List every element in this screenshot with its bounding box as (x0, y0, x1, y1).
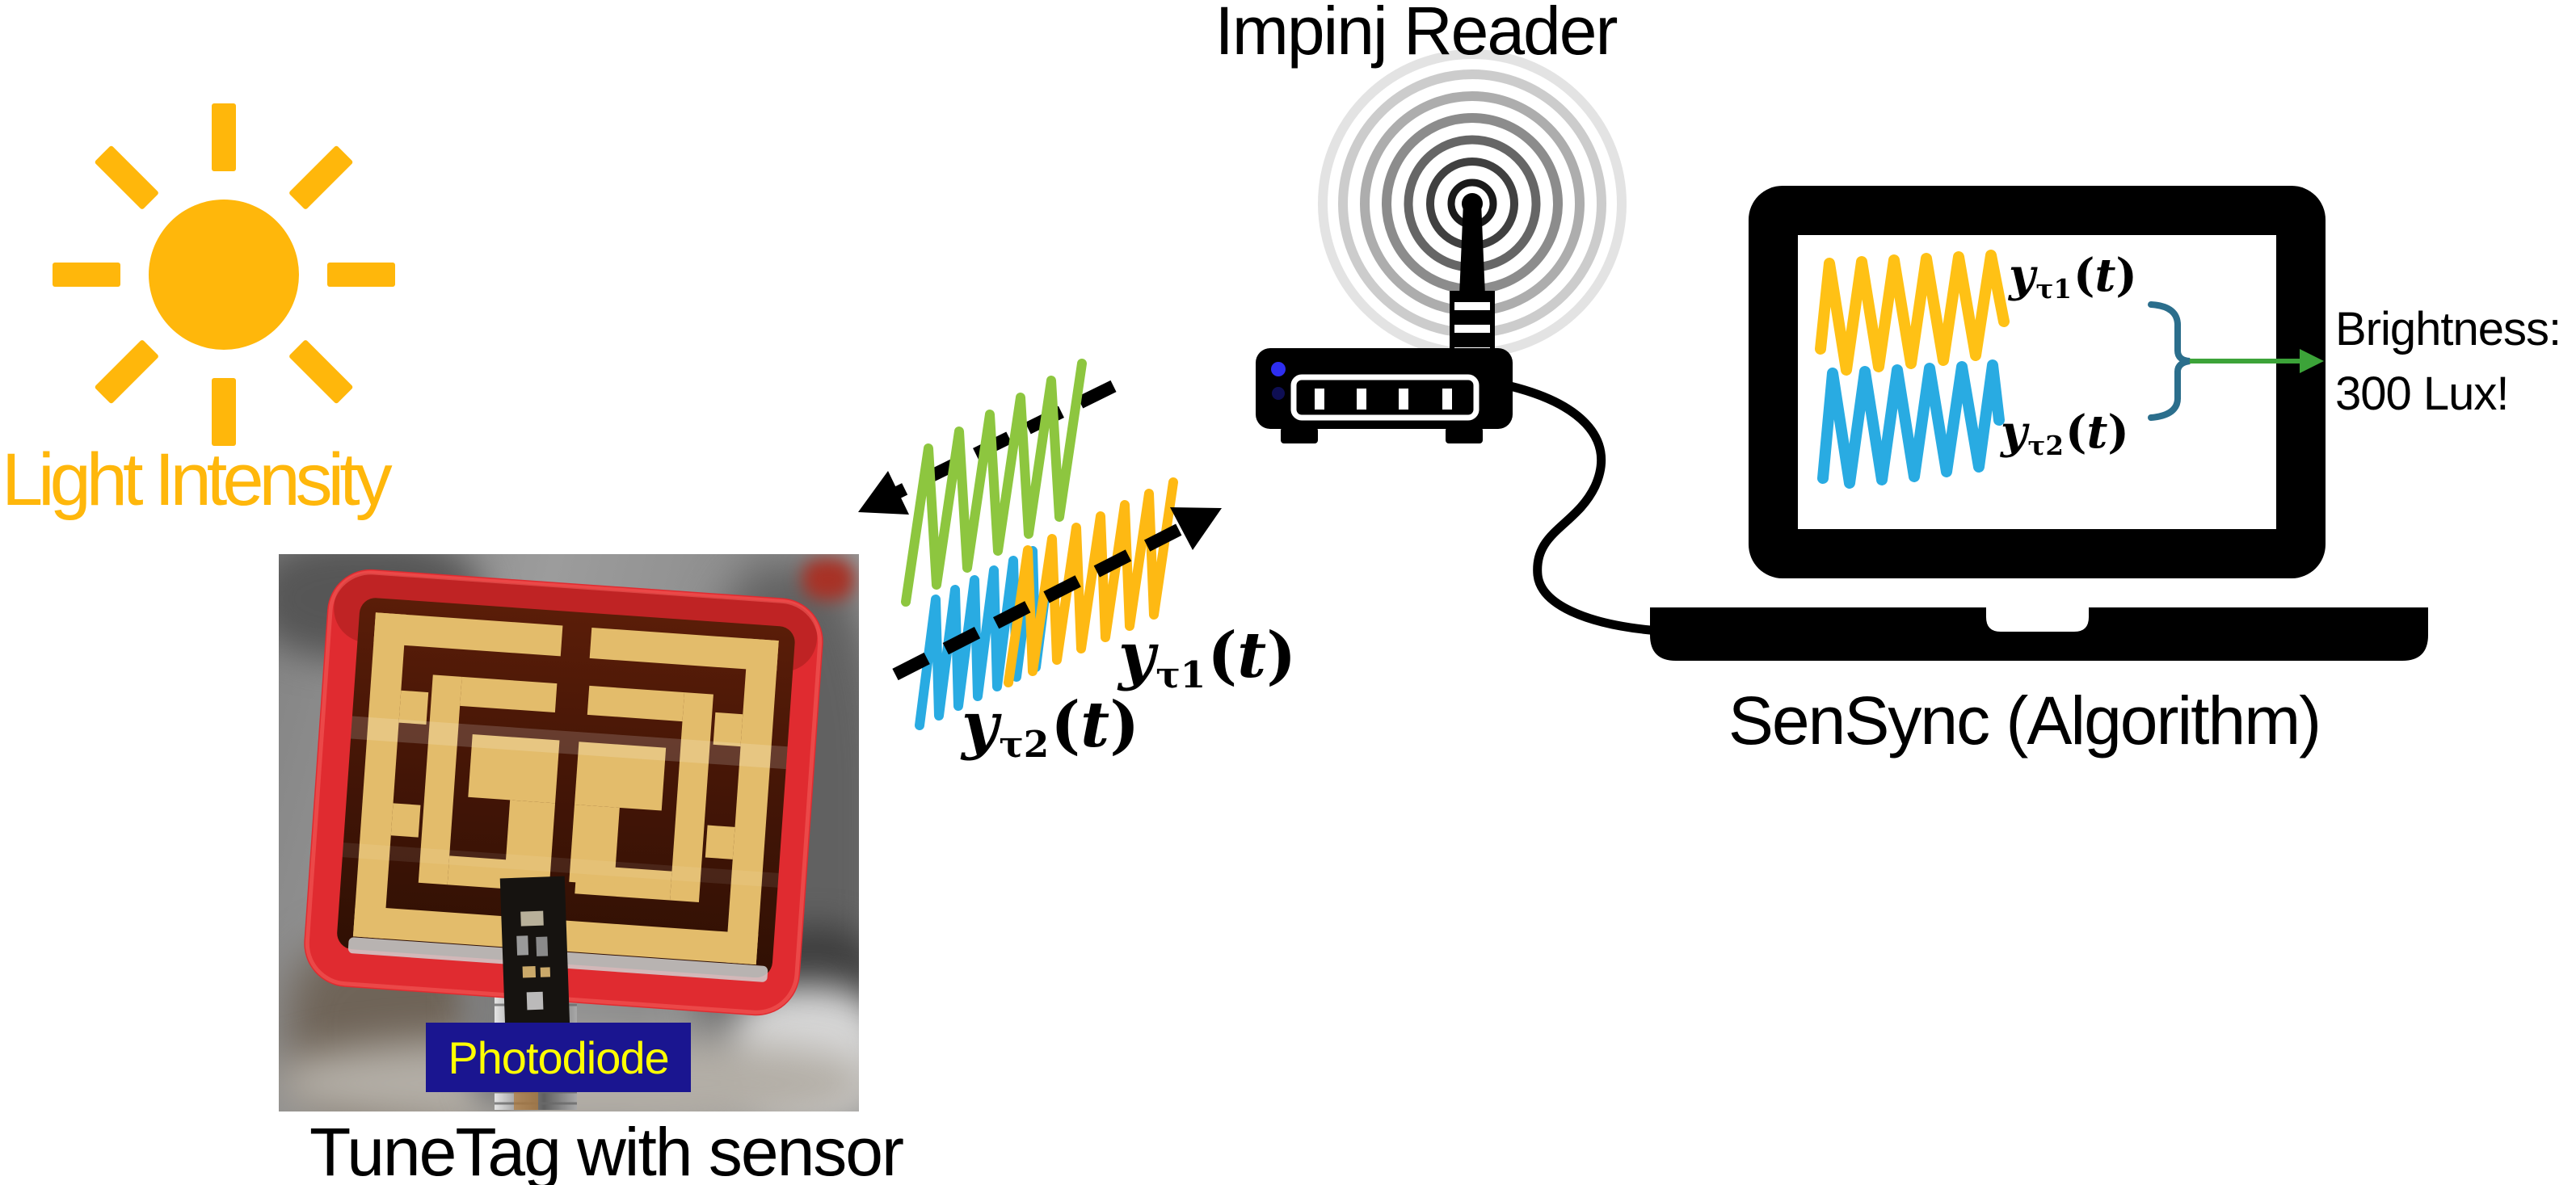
signal-label-part: t (2086, 406, 2108, 459)
signal-label-part: ) (2115, 249, 2137, 302)
signal-label-part: ) (1266, 619, 1297, 692)
output-arrow-icon (2190, 349, 2324, 373)
signal-label-part: τ2 (999, 722, 1050, 766)
signal-label-part: ( (2065, 406, 2087, 459)
brightness-line2: 300 Lux! (2335, 368, 2510, 420)
brightness-line1: Brightness: (2335, 303, 2561, 355)
sensync-caption: SenSync (Algorithm) (1728, 683, 2321, 758)
signal-label-ytau1-mid: yτ1(t) (1118, 619, 1296, 696)
signal-label-part: τ2 (2027, 431, 2064, 462)
impinj-reader-title: Impinj Reader (1214, 0, 1618, 69)
signal-label-part: t (1080, 688, 1110, 762)
light-intensity-label: Light Intensity (2, 439, 393, 521)
photo-background-blob (802, 558, 854, 600)
sun-icon (53, 103, 395, 446)
tag-frame (304, 569, 823, 1016)
signal-label-part: ) (1109, 688, 1140, 762)
tunetag-graphic (304, 569, 823, 1110)
signal-label-part: τ1 (1155, 653, 1206, 696)
rfid-reader-router-icon (1256, 193, 1513, 443)
cable-line (1505, 381, 1655, 635)
signal-label-part: τ1 (2035, 274, 2072, 305)
wave-yellow-icon (1004, 477, 1178, 687)
signal-label-part: y (2001, 406, 2027, 459)
wave-green-icon (901, 359, 1087, 607)
signal-label-part: y (2009, 249, 2035, 302)
signal-label-part: ( (1207, 619, 1238, 692)
tunetag-caption: TuneTag with sensor (309, 1114, 904, 1185)
signal-label-part: ) (2107, 406, 2129, 459)
signal-arrow-left-icon (858, 380, 1117, 515)
signal-label-part: t (2094, 249, 2116, 302)
tag-antenna-pattern (352, 612, 779, 965)
sensor-stick-icon (499, 876, 570, 1037)
signal-label-part: y (962, 688, 999, 762)
signal-arrow-right-icon (892, 507, 1222, 681)
signal-label-part: t (1237, 619, 1267, 692)
signal-label-part: ( (1050, 688, 1081, 762)
signal-label-part: y (1118, 619, 1155, 692)
signal-label-part: ( (2073, 249, 2095, 302)
signal-label-ytau1-screen: yτ1(t) (2009, 249, 2137, 305)
signal-label-ytau2-screen: yτ2(t) (2001, 406, 2129, 461)
screen-wave-blue-icon (1817, 359, 2005, 489)
photodiode-label: Photodiode (426, 1023, 691, 1092)
brightness-output: Brightness: 300 Lux! (2335, 297, 2561, 427)
signal-label-ytau2-mid: yτ2(t) (962, 688, 1139, 766)
screen-wave-yellow-icon (1815, 250, 2010, 376)
